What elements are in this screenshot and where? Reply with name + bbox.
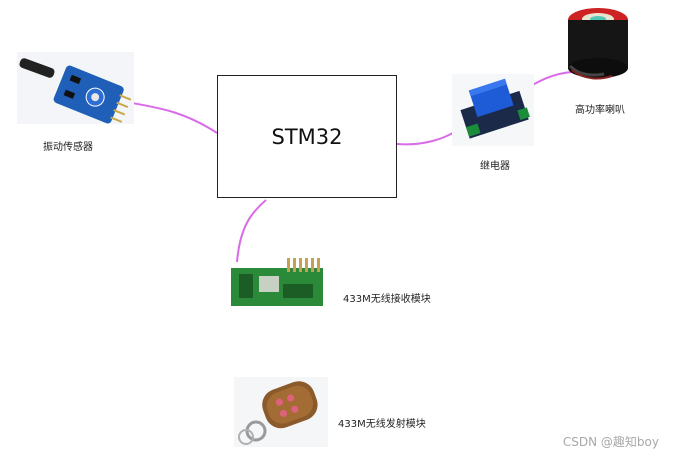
speaker-node bbox=[560, 4, 636, 84]
receiver-label: 433M无线接收模块 bbox=[343, 294, 431, 305]
receiver-icon bbox=[231, 258, 323, 306]
wire-sensor-mcu bbox=[131, 102, 218, 134]
wire-mcu-relay bbox=[396, 127, 461, 146]
stm32-box: STM32 bbox=[217, 75, 397, 198]
speaker-icon bbox=[568, 8, 628, 80]
transmitter-node bbox=[234, 377, 328, 447]
vibration-sensor-label: 振动传感器 bbox=[43, 142, 93, 153]
relay-label: 继电器 bbox=[480, 161, 510, 172]
speaker-label: 高功率喇叭 bbox=[575, 105, 625, 116]
wire-mcu-receiver bbox=[236, 199, 267, 263]
vibration-sensor-node bbox=[17, 52, 134, 124]
vibration-sensor-icon bbox=[17, 52, 134, 124]
transmitter-icon bbox=[234, 377, 328, 447]
receiver-node bbox=[231, 258, 323, 308]
watermark: CSDN @趣知boy bbox=[562, 435, 659, 449]
relay-node bbox=[452, 74, 534, 146]
stm32-label: STM32 bbox=[271, 124, 343, 149]
transmitter-label: 433M无线发射模块 bbox=[338, 419, 426, 430]
relay-icon bbox=[452, 74, 534, 146]
